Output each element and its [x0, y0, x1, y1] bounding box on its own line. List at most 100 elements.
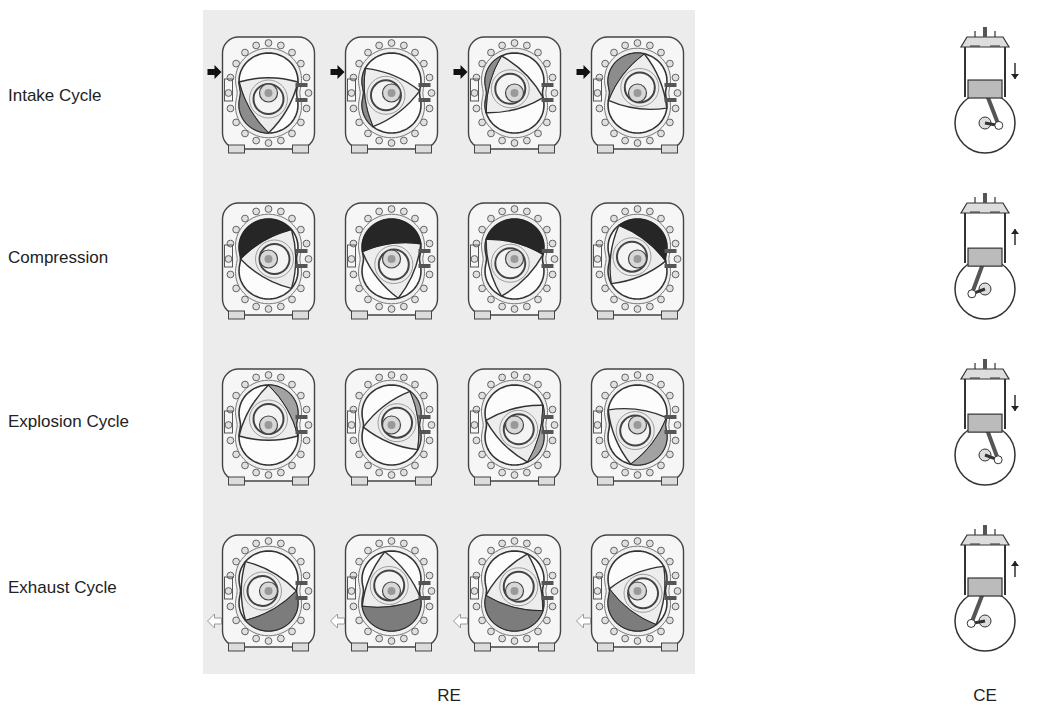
housing-bolt [551, 588, 558, 595]
housing-foot [539, 145, 555, 153]
stationary-gear [383, 416, 401, 434]
intake-arrow [454, 65, 468, 79]
housing-bolt [277, 208, 284, 215]
housing-bolt [523, 208, 530, 215]
cylinder-head [961, 369, 1009, 379]
housing-bolt [499, 208, 506, 215]
housing-bolt [265, 372, 272, 379]
spark-plug [542, 596, 554, 600]
rotor-housing [608, 385, 667, 465]
rotor-ring [378, 404, 416, 442]
rotor-housing [239, 219, 298, 299]
internal-gear [382, 408, 412, 438]
eccentric-shaft [511, 255, 519, 263]
spark-plug [665, 581, 677, 585]
intake-port [471, 79, 479, 101]
housing-bolt [376, 303, 383, 310]
crank-pin [967, 619, 975, 627]
spark-plug [542, 415, 554, 419]
row-label: Explosion Cycle [8, 412, 129, 432]
housing-bolt [622, 42, 629, 49]
water-jacket [359, 48, 425, 138]
housing-bolt [277, 137, 284, 144]
housing-bolt [672, 105, 679, 112]
housing-bolt [672, 406, 679, 413]
housing-bolt [634, 140, 641, 147]
housing-bolt [289, 381, 296, 388]
housing-bolt [350, 437, 357, 444]
housing-bolt [499, 540, 506, 547]
housing-foot [662, 311, 678, 319]
housing-bolt [388, 140, 395, 147]
eccentric-shaft [634, 255, 642, 263]
housing-bolt [535, 381, 542, 388]
housing-bolt [549, 74, 556, 81]
rotor-housing [362, 219, 421, 299]
housing-frame [223, 535, 315, 647]
housing-bolt [242, 381, 249, 388]
rotary-engine [208, 535, 315, 651]
housing-bolt [412, 381, 419, 388]
piston [968, 80, 1002, 98]
housing-bolt [535, 628, 542, 635]
spark-plug [665, 415, 677, 419]
housing-bolt [428, 422, 435, 429]
housing-bolt [658, 215, 665, 222]
rotor-housing [362, 551, 421, 631]
housing-bolt [253, 208, 260, 215]
housing-bolt [305, 256, 312, 263]
housing-foot [539, 477, 555, 485]
housing-bolt [473, 271, 480, 278]
rotor [239, 385, 298, 440]
housing-foot [662, 145, 678, 153]
internal-gear [260, 244, 290, 274]
housing-bolt [303, 105, 310, 112]
internal-gear [620, 416, 650, 446]
exhaust-arrow [208, 614, 222, 628]
housing-bolt [596, 603, 603, 610]
spark-plug [983, 193, 987, 203]
spark-plug [419, 83, 431, 87]
housing-bolt [646, 469, 653, 476]
water-jacket [482, 546, 548, 636]
housing-bolt [365, 130, 372, 137]
housing-bolt [611, 215, 618, 222]
housing-bolt [499, 635, 506, 642]
housing-bolt [428, 90, 435, 97]
housing-frame [469, 535, 561, 647]
housing-foot [416, 643, 432, 651]
housing-bolt [305, 90, 312, 97]
intake-port [225, 79, 233, 101]
crankcase [955, 259, 1015, 319]
spark-plug [296, 415, 308, 419]
housing-bolt [348, 422, 355, 429]
housing-bolt [426, 105, 433, 112]
housing-bolt [242, 49, 249, 56]
motion-arrowhead [1011, 561, 1019, 566]
stationary-gear [383, 582, 401, 600]
spark-plug [419, 581, 431, 585]
intake-port [348, 245, 356, 267]
housing-bolt [242, 628, 249, 635]
rotor-ring [375, 246, 413, 284]
spark-plug [665, 264, 677, 268]
spark-plug [419, 264, 431, 268]
housing-foot [229, 477, 245, 485]
eccentric-shaft [265, 421, 273, 429]
housing-frame [346, 203, 438, 315]
housing-bolt [596, 437, 603, 444]
housing-bolt [388, 638, 395, 645]
housing-bolt [523, 540, 530, 547]
water-jacket [359, 214, 425, 304]
housing-bolt [611, 462, 618, 469]
intake-port [225, 411, 233, 433]
housing-bolt [348, 90, 355, 97]
spark-plug [419, 98, 431, 102]
housing-bolt [523, 635, 530, 642]
housing-bolt [634, 306, 641, 313]
column-label: CE [973, 686, 997, 706]
water-jacket [482, 48, 548, 138]
housing-bolt [634, 638, 641, 645]
